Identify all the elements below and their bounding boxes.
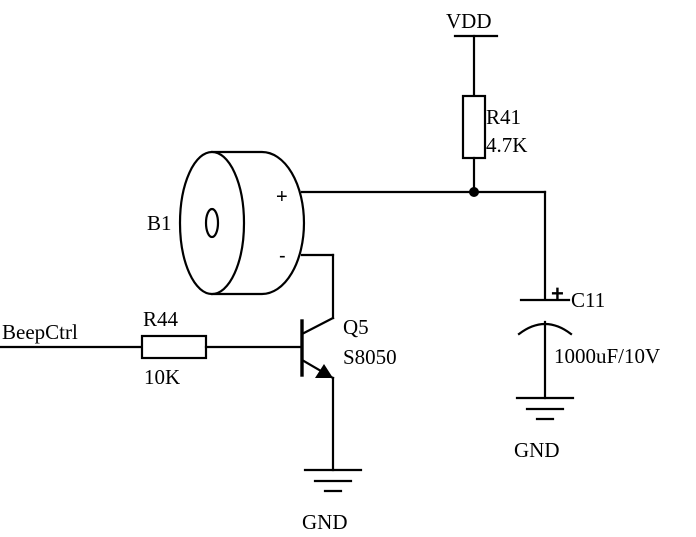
r41-designator: R41 [486, 105, 521, 129]
input-net: BeepCtrl [0, 320, 144, 349]
c11-polarity-mark: + [551, 281, 564, 306]
buzzer-minus-sign: - [279, 245, 286, 267]
vdd-label: VDD [446, 9, 492, 33]
junction-dot [469, 187, 479, 197]
resistor-r44: R44 10K [140, 307, 304, 389]
beepctrl-label: BeepCtrl [2, 320, 78, 344]
ground-symbol-capacitor: GND [514, 396, 575, 462]
r41-value: 4.7K [486, 133, 527, 157]
vdd-power-symbol: VDD [446, 9, 499, 98]
r44-value: 10K [144, 365, 180, 389]
resistor-r41: R41 4.7K [461, 94, 527, 160]
wire-top-net [300, 156, 547, 300]
r44-designator: R44 [143, 307, 179, 331]
transistor-q5: Q5 S8050 [300, 315, 397, 472]
ground-symbol-transistor: GND [302, 468, 363, 534]
q5-part-number: S8050 [343, 345, 397, 369]
emitter-arrow-icon [315, 364, 333, 378]
c11-value: 1000uF/10V [554, 344, 660, 368]
buzzer-plus-sign: + [276, 186, 288, 208]
buzzer-b1: + - B1 [147, 150, 306, 296]
transistor-gnd-label: GND [302, 510, 348, 534]
q5-designator: Q5 [343, 315, 369, 339]
c11-designator: C11 [571, 288, 605, 312]
capacitor-gnd-label: GND [514, 438, 560, 462]
capacitor-c11: + C11 1000uF/10V [517, 281, 660, 400]
b1-designator: B1 [147, 211, 172, 235]
wire-buzzer-to-collector [300, 253, 335, 320]
